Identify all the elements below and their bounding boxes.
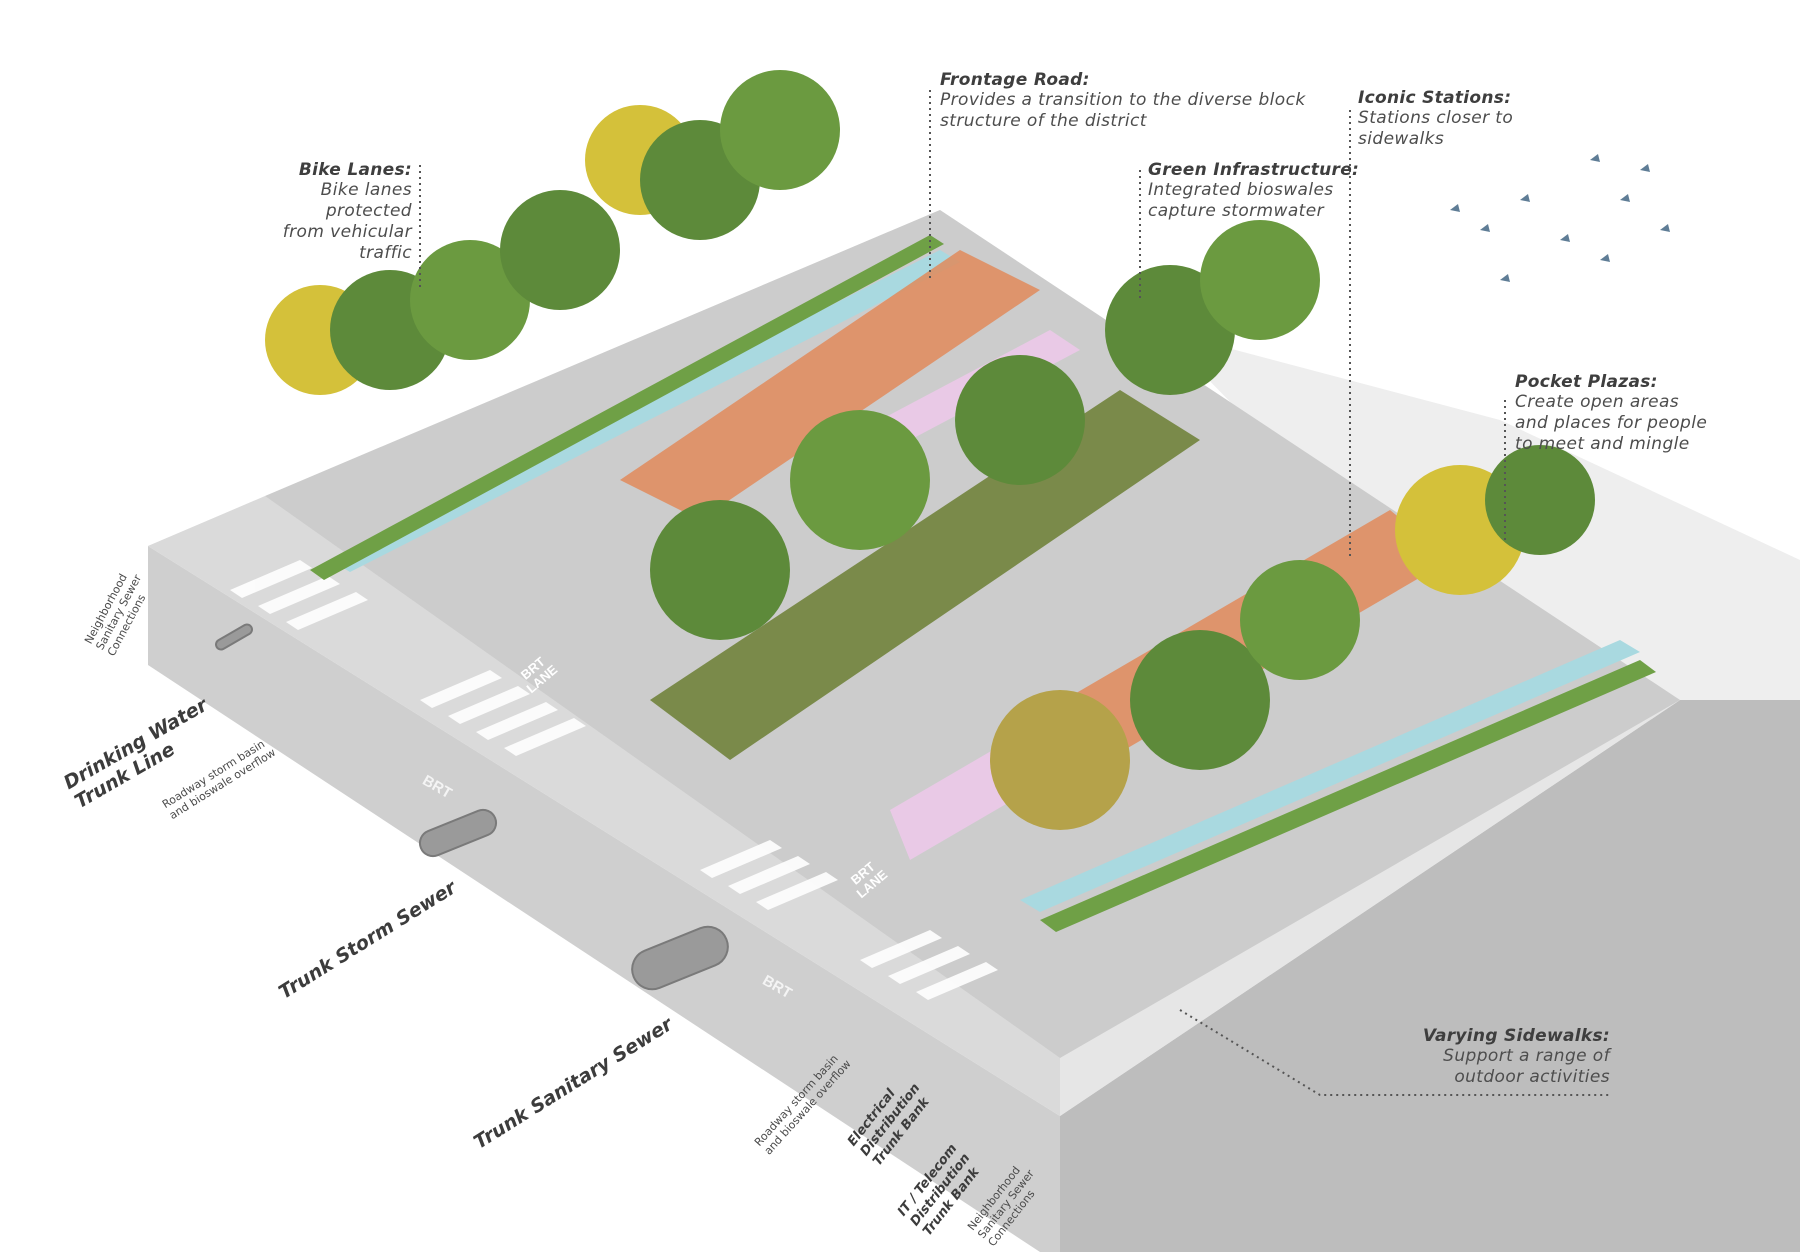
callout-title: Green Infrastructure: [1148, 160, 1360, 180]
median-bioswale [650, 390, 1200, 760]
green-strip-near [1040, 660, 1656, 932]
callout-title: Frontage Road: [940, 70, 1090, 90]
station-canopy-far [620, 250, 1040, 520]
block-left-face [148, 546, 1060, 1252]
callout-frontage-road: Frontage Road: Provides a transition to … [940, 70, 1340, 132]
callout-body: Provides a transition to the diverse blo… [940, 90, 1306, 131]
callout-title: Bike Lanes: [298, 160, 412, 180]
birds [1450, 154, 1670, 282]
trunk-pipes [215, 623, 729, 991]
callout-bike-lanes: Bike Lanes: Bike lanes protected from ve… [232, 160, 412, 264]
callout-body: Stations closer to sidewalks [1358, 108, 1514, 149]
callout-pocket-plazas: Pocket Plazas: Create open areas and pla… [1515, 372, 1745, 455]
block-right-face [1060, 700, 1800, 1252]
callout-body: Create open areas and places for people … [1515, 392, 1708, 454]
sidewalk-near [148, 496, 1060, 1116]
callout-iconic-stations: Iconic Stations: Stations closer to side… [1358, 88, 1558, 150]
bike-lane-far [330, 250, 960, 572]
callout-varying-sidewalks: Varying Sidewalks: Support a range of ou… [1420, 1026, 1610, 1088]
crosswalk [230, 560, 998, 1000]
callout-title: Pocket Plazas: [1515, 372, 1658, 392]
callout-body: Support a range of outdoor activities [1443, 1046, 1610, 1087]
callout-green-infrastructure: Green Infrastructure: Integrated bioswal… [1148, 160, 1368, 222]
green-strip-far [310, 235, 944, 580]
callout-title: Iconic Stations: [1358, 88, 1512, 108]
bike-lane-near [1020, 640, 1640, 912]
callout-title: Varying Sidewalks: [1422, 1026, 1610, 1046]
trees [265, 70, 1595, 830]
callout-body: Integrated bioswales capture stormwater [1148, 180, 1334, 221]
callout-body: Bike lanes protected from vehicular traf… [282, 180, 412, 263]
leader-lines [419, 90, 1610, 1096]
